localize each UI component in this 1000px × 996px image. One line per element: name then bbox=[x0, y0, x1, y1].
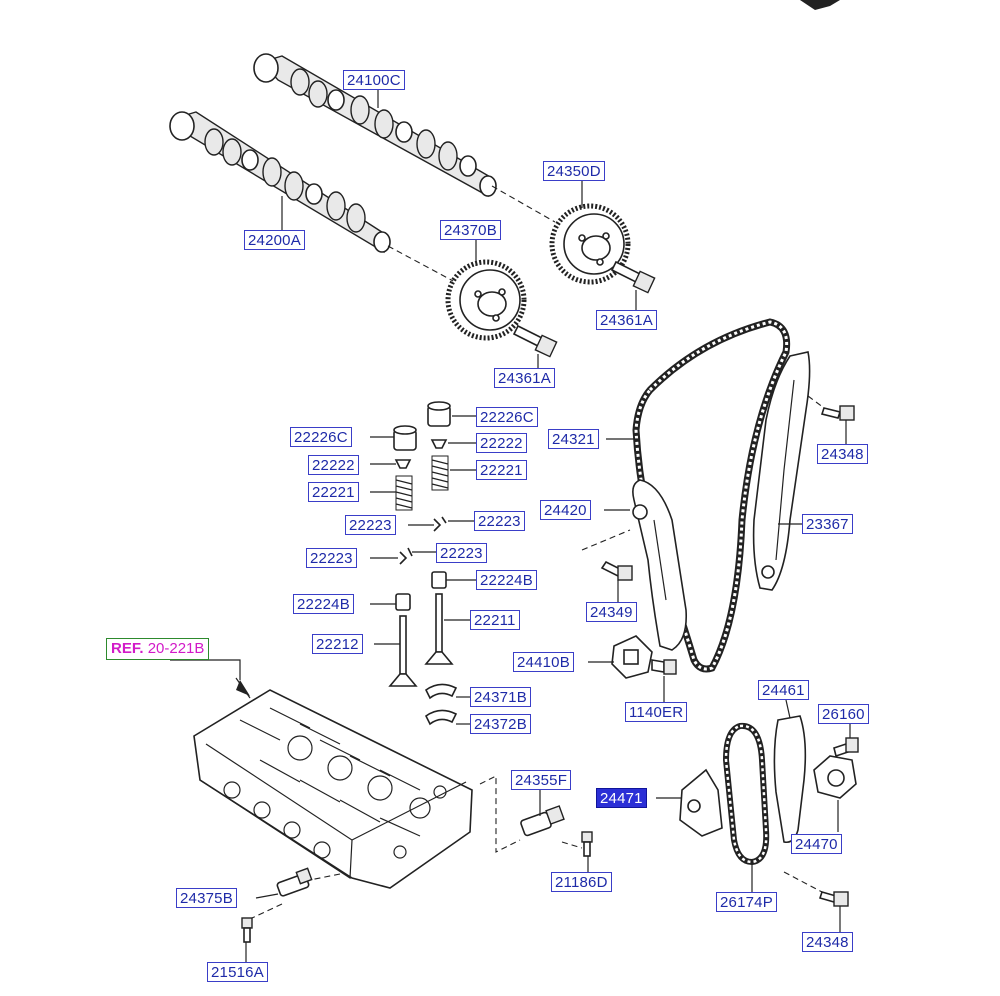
bolt-24348-top bbox=[820, 405, 855, 421]
label-24348-bottom[interactable]: 24348 bbox=[802, 932, 853, 952]
label-24370B[interactable]: 24370B bbox=[440, 220, 501, 240]
label-24348-top[interactable]: 24348 bbox=[817, 444, 868, 464]
label-24470[interactable]: 24470 bbox=[791, 834, 842, 854]
spring-retainer-right bbox=[430, 439, 448, 449]
tensioner-26160 bbox=[813, 755, 857, 799]
camshaft-exhaust bbox=[253, 53, 497, 198]
label-1140ER[interactable]: 1140ER bbox=[625, 702, 688, 722]
label-22222-right[interactable]: 22222 bbox=[476, 433, 527, 453]
bearing-24371B bbox=[424, 683, 458, 700]
label-24361A-upper[interactable]: 24361A bbox=[596, 310, 657, 330]
camshaft-intake bbox=[169, 111, 391, 254]
label-22221-left[interactable]: 22221 bbox=[308, 482, 359, 502]
valve-tappet-right bbox=[427, 401, 451, 427]
label-24355F[interactable]: 24355F bbox=[511, 770, 572, 790]
corner-arrow-icon bbox=[800, 0, 840, 10]
label-22223-b[interactable]: 22223 bbox=[474, 511, 525, 531]
valve-intake bbox=[424, 593, 454, 665]
label-24350D[interactable]: 24350D bbox=[543, 161, 605, 181]
sensor-24375B bbox=[276, 867, 313, 897]
bolt-21516A bbox=[241, 917, 253, 943]
label-21516A[interactable]: 21516A bbox=[207, 962, 268, 982]
tensioner-arm-24420 bbox=[632, 479, 688, 651]
valve-exhaust bbox=[388, 615, 418, 687]
valve-tappet-left bbox=[393, 425, 417, 451]
label-22223-c[interactable]: 22223 bbox=[436, 543, 487, 563]
label-22212[interactable]: 22212 bbox=[312, 634, 363, 654]
chain-guide-23367 bbox=[752, 351, 811, 591]
ocv-24355F bbox=[520, 805, 565, 837]
label-22226C-right[interactable]: 22226C bbox=[476, 407, 538, 427]
bolt-24361A-upper bbox=[610, 260, 656, 294]
chain-tensioner-24410B bbox=[611, 635, 653, 679]
spring-retainer-left bbox=[394, 459, 412, 469]
valve-seal-left bbox=[395, 593, 411, 611]
label-22223-a[interactable]: 22223 bbox=[345, 515, 396, 535]
label-24100C[interactable]: 24100C bbox=[343, 70, 405, 90]
label-24349[interactable]: 24349 bbox=[586, 602, 637, 622]
label-22211[interactable]: 22211 bbox=[470, 610, 520, 630]
label-24371B[interactable]: 24371B bbox=[470, 687, 531, 707]
bolt-21186D bbox=[581, 831, 593, 857]
bolt-1140ER bbox=[651, 659, 677, 675]
label-22226C-left[interactable]: 22226C bbox=[290, 427, 352, 447]
ref-code: 20-221B bbox=[147, 640, 205, 657]
label-24420[interactable]: 24420 bbox=[540, 500, 591, 520]
label-24321[interactable]: 24321 bbox=[548, 429, 599, 449]
label-24372B[interactable]: 24372B bbox=[470, 714, 531, 734]
label-24200A[interactable]: 24200A bbox=[244, 230, 305, 250]
bolt-24361A-lower bbox=[512, 324, 558, 358]
label-26160[interactable]: 26160 bbox=[818, 704, 869, 724]
label-22222-left[interactable]: 22222 bbox=[308, 455, 359, 475]
label-24471[interactable]: 24471 bbox=[596, 788, 647, 808]
bolt-26160 bbox=[833, 737, 859, 758]
valve-spring-left bbox=[395, 475, 413, 511]
bolt-24348-bottom bbox=[818, 891, 849, 907]
bolt-24349 bbox=[600, 560, 633, 581]
label-26174P[interactable]: 26174P bbox=[716, 892, 777, 912]
label-23367[interactable]: 23367 bbox=[802, 514, 853, 534]
label-24410B[interactable]: 24410B bbox=[513, 652, 574, 672]
label-24361A-lower[interactable]: 24361A bbox=[494, 368, 555, 388]
label-22221-right[interactable]: 22221 bbox=[476, 460, 527, 480]
valve-spring-right bbox=[431, 455, 449, 491]
label-22224B-left[interactable]: 22224B bbox=[293, 594, 354, 614]
cam-sprocket-exhaust bbox=[549, 203, 631, 285]
chain-guide-24461 bbox=[773, 715, 807, 844]
valve-seal-right bbox=[431, 571, 447, 589]
label-24375B[interactable]: 24375B bbox=[176, 888, 237, 908]
cam-sprocket-intake bbox=[445, 259, 527, 341]
bearing-24372B bbox=[424, 709, 458, 726]
label-24461[interactable]: 24461 bbox=[758, 680, 809, 700]
ref-prefix: REF. bbox=[111, 640, 144, 657]
label-21186D[interactable]: 21186D bbox=[551, 872, 612, 892]
label-22223-d[interactable]: 22223 bbox=[306, 548, 357, 568]
ref-link[interactable]: REF. 20-221B bbox=[106, 638, 210, 660]
sprocket-guide-24471 bbox=[679, 768, 723, 837]
oil-pump-chain bbox=[722, 722, 770, 866]
cylinder-head bbox=[193, 689, 473, 889]
label-22224B-right[interactable]: 22224B bbox=[476, 570, 537, 590]
